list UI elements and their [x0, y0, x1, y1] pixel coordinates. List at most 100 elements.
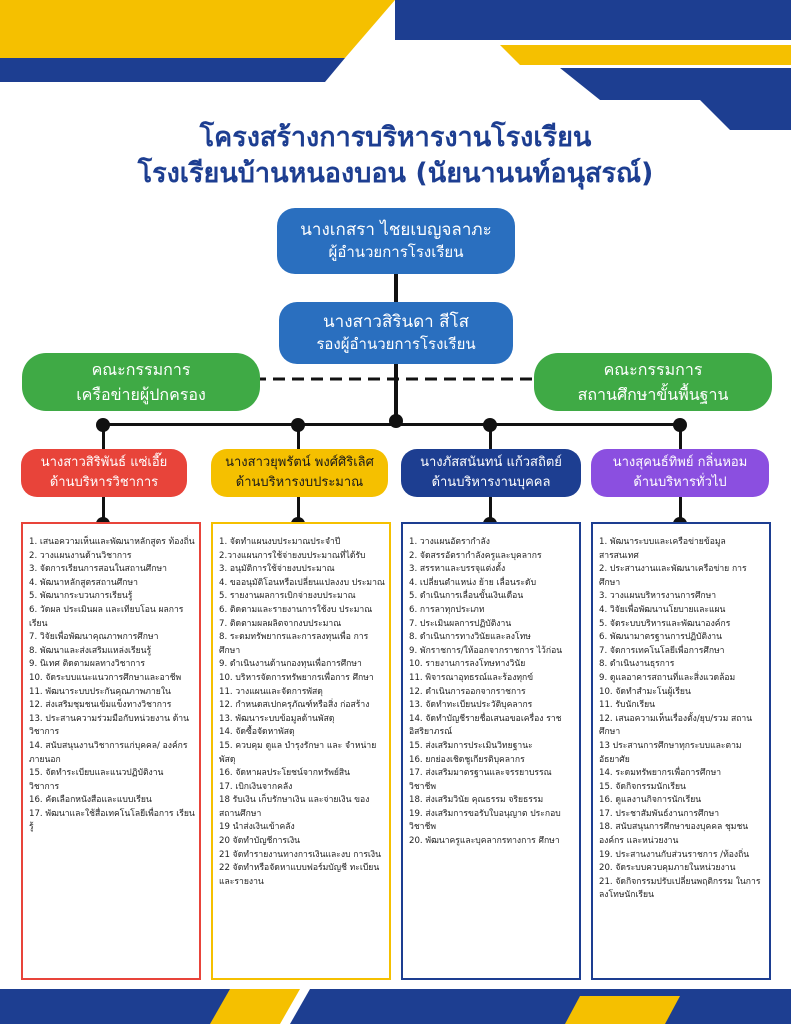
task-item: 8. ดำเนินการทางวินัยและลงโทษ: [409, 632, 531, 643]
task-item: 10. รายงานการลงโทษทางวินัย: [409, 659, 526, 670]
task-item: 9. นิเทศ ติดตามผลทางวิชาการ: [29, 659, 145, 670]
deputy-position: รองผู้อำนวยการโรงเรียน: [316, 335, 476, 353]
task-item: 16. จัดหาผลประโยชน์จากทรัพย์สิน: [219, 768, 351, 779]
tasks-budget: 1. จัดทำแผนงบประมาณประจำปี2.วางแผนการใช้…: [211, 522, 391, 980]
task-item: 18. สนับสนุนการศึกษาของบุคคล ชุมชน องค์ก…: [599, 822, 749, 847]
task-item: 13. ประสานความร่วมมือกับหน่วยงาน ด้านวิช…: [29, 713, 189, 738]
deputy-name: นางสาวสิรินดา สีโส: [323, 312, 469, 332]
task-item: 22 จัดทำหรือจัดหาแบบฟอร์มบัญชี ทะเบียน แ…: [219, 863, 380, 887]
connector-dot: [673, 418, 687, 432]
task-item: 3. สรรหาและบรรจุแต่งตั้ง: [409, 564, 506, 575]
task-item: 13. จัดทำทะเบียนประวัติบุคลากร: [409, 700, 533, 711]
committee-parents-box: คณะกรรมการ เครือข่ายผู้ปกครอง: [22, 353, 260, 411]
dept-budget-area: ด้านบริหารงบประมาณ: [235, 475, 364, 490]
task-item: 3. วางแผนบริหารงานการศึกษา: [599, 591, 717, 602]
task-item: 1. เสนอความเห็นและพัฒนาหลักสูตร ท้องถิ่น: [29, 537, 195, 547]
task-item: 20. จัดระบบควบคุมภายในหน่วยงาน: [599, 863, 736, 874]
task-item: 18. ส่งเสริมวินัย คุณธรรม จริยธรรม: [409, 795, 544, 806]
task-item: 1. วางแผนอัตรากำลัง: [409, 537, 490, 547]
page-subtitle: โรงเรียนบ้านหนองบอน (นัยนานนท์อนุสรณ์): [137, 158, 654, 189]
task-item: 3. อนุมัติการใช้จ่ายงบประมาณ: [219, 564, 335, 575]
connector-v4: [679, 423, 682, 449]
task-item: 17. ประชาสัมพันธ์งานการศึกษา: [599, 808, 720, 819]
director-name: นางเกสรา ไชยเบญจลาภะ: [300, 220, 492, 240]
connector-v3: [489, 423, 492, 449]
footer-decoration: [0, 989, 791, 1024]
task-item: 4. พัฒนาหลักสูตรสถานศึกษา: [29, 577, 138, 588]
task-item: 14. ระดมทรัพยากรเพื่อการศึกษา: [599, 768, 722, 779]
task-item: 14. จัดทำบัญชีรายชื่อเสนอขอเครื่อง ราชอิ…: [409, 713, 562, 738]
task-item: 16. คัดเลือกหนังสือและแบบเรียน: [29, 795, 152, 806]
task-item: 11. พัฒนาระบบประกันคุณภาพภายใน: [29, 686, 171, 697]
task-item: 10. บริหารจัดการทรัพยากรเพื่อการ ศึกษา: [219, 672, 374, 683]
task-item: 6. ติดตามและรายงานการใช้งบ ประมาณ: [219, 604, 373, 615]
task-item: 11. รับนักเรียน: [599, 700, 656, 711]
task-item: 2. จัดสรรอัตรากำลังครูและบุคลากร: [409, 550, 542, 561]
committee-school-box: คณะกรรมการ สถานศึกษาขั้นพื้นฐาน: [534, 353, 772, 411]
task-item: 16. ยกย่องเชิดชูเกียรติบุคลากร: [409, 754, 525, 765]
task-item: 19. ส่งเสริมการขอรับใบอนุญาต ประกอบวิชาช…: [409, 808, 561, 833]
connector-box2: [297, 495, 300, 523]
task-item: 8. ดำเนินงานธุรการ: [599, 659, 675, 670]
task-item: 6. การลาทุกประเภท: [409, 604, 485, 615]
task-item: 9. ดำเนินงานด้านกองทุนเพื่อการศึกษา: [219, 659, 362, 670]
connector-box3: [489, 495, 492, 523]
task-item: 7. ประเมินผลการปฏิบัติงาน: [409, 618, 512, 629]
page-title: โครงสร้างการบริหารงานโรงเรียน: [199, 122, 592, 153]
committee-school-line1: คณะกรรมการ: [603, 360, 703, 379]
director-position: ผู้อำนวยการโรงเรียน: [328, 243, 464, 261]
task-item: 15. จัดกิจกรรมนักเรียน: [599, 781, 686, 792]
committee-school-line2: สถานศึกษาขั้นพื้นฐาน: [577, 385, 729, 404]
task-item: 7. วิจัยเพื่อพัฒนาคุณภาพการศึกษา: [29, 632, 159, 643]
deputy-box: นางสาวสิรินดา สีโส รองผู้อำนวยการโรงเรีย…: [279, 302, 513, 364]
task-item: 5. จัดระบบบริหารและพัฒนาองค์กร: [599, 618, 731, 629]
tasks-budget-list: 1. จัดทำแผนงบประมาณประจำปี2.วางแผนการใช้…: [219, 536, 385, 889]
connector-dot: [291, 418, 305, 432]
task-item: 12. เสนอความเห็นเรื่องตั้ง/ยุบ/รวม สถานศ…: [599, 713, 753, 738]
dept-general-area: ด้านบริหารทั่วไป: [633, 475, 727, 490]
task-item: 11. พิจารณาอุทธรณ์และร้องทุกข์: [409, 672, 534, 683]
task-item: 15. ส่งเสริมการประเมินวิทยฐานะ: [409, 740, 533, 751]
task-item: 20 จัดทำบัญชีการเงิน: [219, 836, 301, 847]
task-item: 4. เปลี่ยนตำแหน่ง ย้าย เลื่อนระดับ: [409, 577, 537, 588]
task-item: 15. ควบคุม ดูแล บำรุงรักษา และ จำหน่ายพั…: [219, 740, 377, 765]
connector-dot: [483, 418, 497, 432]
task-item: 10. จัดทำสำมะโนผู้เรียน: [599, 686, 691, 697]
task-item: 8. ระดมทรัพยากรและการลงทุนเพื่อ การศึกษา: [219, 632, 369, 656]
tasks-academic: 1. เสนอความเห็นและพัฒนาหลักสูตร ท้องถิ่น…: [21, 522, 201, 980]
task-item: 17. เบิกเงินจากคลัง: [219, 781, 293, 792]
committee-parents-line2: เครือข่ายผู้ปกครอง: [76, 385, 206, 404]
task-item: 13 ประสานการศึกษาทุกระบบและตาม อัธยาศัย: [599, 740, 742, 765]
task-item: 17. พัฒนาและใช้สื่อเทคโนโลยีเพื่อการ เรี…: [29, 808, 195, 833]
dept-personnel-name: นางภัสสนันทน์ แก้วสถิตย์: [420, 455, 562, 470]
task-item: 2. ประสานงานและพัฒนาเครือข่าย การศึกษา: [599, 564, 747, 588]
dept-general-name: นางสุคนธ์ทิพย์ กลิ่นหอม: [612, 455, 748, 470]
task-item: 14. สนับสนุนงานวิชาการแก่บุคคล/ องค์กรภา…: [29, 740, 188, 765]
task-item: 6. พัฒนามาตรฐานการปฏิบัติงาน: [599, 632, 722, 643]
dept-academic-name: นางสาวสิริพันธ์ แซ่เอี๊ย: [40, 455, 168, 470]
dept-personnel: นางภัสสนันทน์ แก้วสถิตย์ ด้านบริหารงานบุ…: [401, 449, 581, 497]
connector-box4: [679, 495, 682, 523]
task-item: 16. ดูแลงานกิจการนักเรียน: [599, 795, 702, 806]
connector-v2: [297, 423, 300, 449]
task-item: 5. ดำเนินการเลื่อนขั้นเงินเดือน: [409, 591, 524, 602]
dept-academic-area: ด้านบริหารวิชาการ: [49, 475, 159, 490]
task-item: 6. วัดผล ประเมินผล และเทียบโอน ผลการเรีย…: [29, 604, 184, 629]
dept-budget: นางสาวยุพรัตน์ พงศ์ศิริเลิศ ด้านบริหารงบ…: [211, 449, 388, 497]
task-item: 17. ส่งเสริมมาตรฐานและจรรยาบรรณ วิชาชีพ: [409, 768, 552, 792]
connector-v1: [102, 423, 105, 449]
connector-dot: [96, 418, 110, 432]
task-item: 19. ประสานงานกับส่วนราชการ /ท้องถิ่น: [599, 849, 750, 860]
task-item: 18 รับเงิน เก็บรักษาเงิน และจ่ายเงิน ของ…: [219, 795, 370, 819]
task-item: 2.วางแผนการใช้จ่ายงบประมาณที่ได้รับ: [219, 550, 366, 561]
connector-dot: [389, 414, 403, 428]
task-item: 2. วางแผนงานด้านวิชาการ: [29, 550, 132, 561]
task-item: 7. จัดการเทคโนโลยีเพื่อการศึกษา: [599, 645, 725, 656]
header-decoration: [0, 0, 791, 130]
connector-box1: [102, 495, 105, 523]
task-item: 12. กำหนดสเปกครุภัณฑ์หรือสิ่ง ก่อสร้าง: [219, 700, 370, 711]
task-item: 7. ติดตามผลผลิตจากงบประมาณ: [219, 618, 342, 629]
task-item: 5. รายงานผลการเบิกจ่ายงบประมาณ: [219, 591, 356, 602]
task-item: 20. พัฒนาครูและบุคลากรทางการ ศึกษา: [409, 836, 560, 847]
